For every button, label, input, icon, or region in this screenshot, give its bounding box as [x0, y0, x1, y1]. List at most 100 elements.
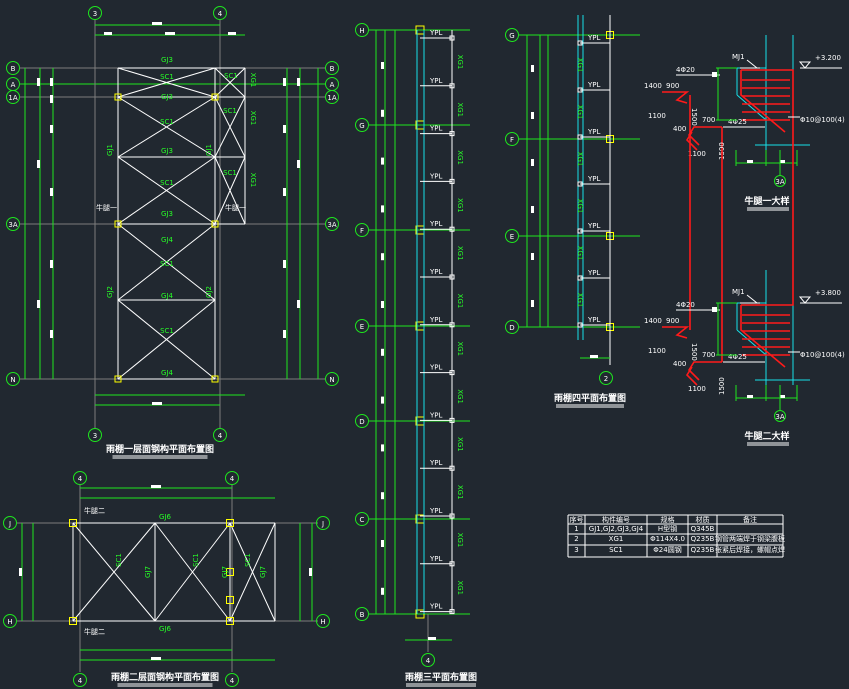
tie-label: XG1: [576, 152, 584, 167]
dim-label: 1500: [690, 108, 698, 126]
dimension-text: [50, 260, 53, 268]
drawing-title: 雨棚二层面钢构平面布置图: [111, 671, 219, 683]
dimension-text: [50, 78, 53, 86]
beam-label: GJ3: [161, 147, 173, 155]
rebar-label: 4Φ25: [728, 118, 747, 126]
axis-label: G: [359, 122, 364, 130]
axis-label: B: [330, 65, 335, 73]
axis-bubble: [225, 471, 239, 485]
corbel-note: 牛腿二: [84, 627, 105, 636]
beam-label: GJ3: [161, 93, 173, 101]
dimension-text: [381, 253, 384, 261]
plate-node: [449, 417, 455, 423]
tie-label: XG1: [576, 58, 584, 73]
base-plate-icon: [114, 220, 122, 228]
dimension-text: [283, 188, 286, 196]
axis-label: 3A: [8, 221, 17, 229]
tie-label: XG1: [456, 294, 464, 309]
dim-label: 1500: [718, 377, 726, 395]
brace-line: [214, 96, 246, 158]
table-cell: 张紧后焊接，螺帽点焊: [715, 545, 785, 554]
drawing-title: 雨棚三平面布置图: [405, 671, 477, 683]
tag-label: MJ1: [732, 288, 745, 296]
axis-label: B: [11, 65, 16, 73]
rebar: [741, 140, 794, 306]
axis-bubble: [505, 28, 519, 42]
plate-label: YPL: [429, 29, 442, 37]
dimension-text: [297, 300, 300, 308]
plate-label: YPL: [429, 172, 442, 180]
dimension-text: [283, 125, 286, 133]
base-plate-icon: [211, 93, 219, 101]
axis-bubble: [325, 90, 339, 104]
plate-node: [577, 87, 583, 93]
dimension-text: [37, 78, 40, 86]
axis-label: 4: [78, 475, 83, 483]
axis-bubble: [213, 428, 227, 442]
tie-label: XG1: [249, 173, 257, 188]
dim-label: 400: [673, 125, 686, 133]
axis-label: G: [509, 32, 514, 40]
axis-label: 4: [230, 475, 235, 483]
dimension-text: [381, 492, 384, 500]
dim-label: 700: [702, 351, 715, 359]
base-plate-icon: [226, 568, 234, 576]
leader: [746, 294, 758, 304]
dimension-text: [590, 355, 598, 358]
tie-label: XG1: [249, 73, 257, 88]
tie-label: XG1: [456, 533, 464, 548]
plate-node: [449, 370, 455, 376]
axis-bubble: [355, 23, 369, 37]
axis-label: F: [510, 136, 514, 144]
plate-node: [577, 181, 583, 187]
rebar-shape: [687, 150, 723, 381]
plate-label: YPL: [429, 77, 442, 85]
dim-label: 1500: [690, 343, 698, 361]
axis-label: J: [321, 520, 324, 528]
elevation-label: +3.200: [815, 54, 841, 62]
table-header: 材质: [696, 515, 710, 524]
table-header: 规格: [661, 515, 675, 524]
plate-label: YPL: [429, 459, 442, 467]
column-label: GJ7: [221, 566, 229, 578]
plate-label: YPL: [587, 175, 600, 183]
axis-bubble: [325, 372, 339, 386]
tie-label: XG1: [456, 102, 464, 117]
dimension-text: [37, 300, 40, 308]
plate-label: YPL: [587, 316, 600, 324]
plate-label: YPL: [587, 222, 600, 230]
tie-label: XG1: [249, 111, 257, 126]
dimension-text: [531, 65, 534, 72]
beam-label: GJ4: [161, 292, 173, 300]
dim-label: 700: [702, 116, 715, 124]
plate-label: YPL: [429, 555, 442, 563]
table-cell: Q235B: [691, 535, 715, 543]
axis-bubble: [73, 673, 87, 687]
brace-line: [117, 67, 216, 98]
column-label: GJ1: [106, 144, 114, 156]
dimension-text: [381, 540, 384, 547]
axis-label: 4: [230, 677, 235, 685]
dimension-text: [381, 444, 384, 452]
dimension-text: [780, 160, 785, 163]
axis-bubble: [73, 471, 87, 485]
plate-node: [577, 134, 583, 140]
tie-label: XG1: [456, 150, 464, 165]
bar-marker: [712, 72, 717, 77]
axis-label: N: [10, 376, 15, 384]
brace-label: SC1: [160, 327, 174, 335]
column-label: GJ7: [144, 566, 152, 578]
column-label: GJ2: [205, 286, 213, 298]
axis-label: D: [359, 418, 364, 426]
tie-label: XG1: [456, 437, 464, 452]
dimension-text: [381, 301, 384, 308]
axis-label: 4: [218, 10, 223, 18]
table-header: 序号: [570, 515, 584, 524]
corbel-slope: [736, 94, 767, 121]
dimension-text: [381, 62, 384, 69]
dim-label: 1100: [688, 150, 706, 158]
dimension-text: [228, 32, 236, 35]
dim-label: 900: [666, 82, 679, 90]
